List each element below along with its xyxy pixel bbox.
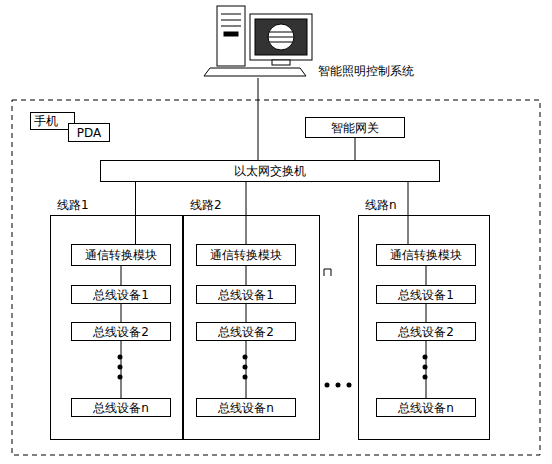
node-label: 总线设备1 <box>398 288 454 302</box>
node-label: 线路2 <box>190 198 222 212</box>
globe-stripe <box>268 37 294 38</box>
monitor-frame <box>250 14 312 60</box>
monitor-stand <box>272 60 290 65</box>
node-label: 智能网关 <box>331 121 379 135</box>
connector-group <box>121 78 426 398</box>
screen-globe <box>268 24 294 50</box>
device-box: PDA <box>68 123 110 142</box>
dot <box>118 375 123 380</box>
tower-drive <box>224 32 238 36</box>
connector-line <box>426 266 427 285</box>
gateway-box: 智能网关 <box>305 117 405 138</box>
connector-line <box>246 341 247 398</box>
dot <box>423 365 428 370</box>
bus-device-box: 总线设备n <box>376 398 476 417</box>
connector-line <box>121 304 122 322</box>
line-group: 线路1通信转换模块总线设备1总线设备2总线设备n <box>50 215 183 440</box>
connector-line <box>246 266 247 285</box>
computer-node: 智能照明控制系统 <box>200 2 445 78</box>
tower-case <box>217 6 245 66</box>
node-label: 总线设备1 <box>93 288 149 302</box>
bus-device-box: 总线设备1 <box>376 285 476 304</box>
connector-line <box>246 182 247 244</box>
node-label: 线路n <box>365 198 397 212</box>
node-label: 通信转换模块 <box>210 248 282 262</box>
node-label: 总线设备n <box>218 401 274 415</box>
line-group: 线路2通信转换模块总线设备1总线设备2总线设备n <box>183 215 320 440</box>
dot <box>423 375 428 380</box>
tower-slot <box>221 20 241 21</box>
dot <box>347 383 352 388</box>
node-label: 线路1 <box>57 198 89 212</box>
ellipsis-dots <box>118 355 428 388</box>
node-label: 以太网交换机 <box>234 164 306 178</box>
dot <box>243 365 248 370</box>
stray-mark <box>324 269 331 276</box>
module-box: 通信转换模块 <box>196 244 296 266</box>
line-group: 线路n通信转换模块总线设备1总线设备2总线设备n <box>358 215 490 440</box>
keyboard <box>204 68 306 76</box>
monitor-screen <box>255 19 307 55</box>
dot <box>118 365 123 370</box>
dot <box>118 355 123 360</box>
connector-line <box>121 341 122 398</box>
node-label: 通信转换模块 <box>85 248 157 262</box>
node-label: 总线设备n <box>93 401 149 415</box>
node-label: 总线设备n <box>398 401 454 415</box>
bus-device-box: 总线设备2 <box>196 322 296 341</box>
bus-device-box: 总线设备2 <box>71 322 171 341</box>
connector-line <box>135 182 136 244</box>
node-label: 通信转换模块 <box>390 248 462 262</box>
node-label: 手机 <box>31 114 58 128</box>
dot <box>423 355 428 360</box>
computer-icon <box>204 6 312 76</box>
connector-line <box>355 138 356 160</box>
node-label: 智能照明控制系统 <box>318 64 414 78</box>
connector-line <box>121 266 122 285</box>
globe-stripe <box>269 32 293 33</box>
node-label: 总线设备2 <box>218 325 274 339</box>
switch-box: 以太网交换机 <box>100 160 440 182</box>
bus-device-box: 总线设备n <box>196 398 296 417</box>
connector-line <box>426 341 427 398</box>
connector-line <box>408 182 409 244</box>
connector-line <box>246 304 247 322</box>
module-box: 通信转换模块 <box>71 244 171 266</box>
tower-slot <box>221 26 241 27</box>
node-label: 总线设备2 <box>398 325 454 339</box>
dot <box>243 375 248 380</box>
node-label: 总线设备2 <box>93 325 149 339</box>
node-label: 总线设备1 <box>218 288 274 302</box>
connector-line <box>426 304 427 322</box>
bus-device-box: 总线设备n <box>71 398 171 417</box>
tower-slot <box>221 14 241 15</box>
system-boundary <box>12 100 540 455</box>
bus-device-box: 总线设备2 <box>376 322 476 341</box>
connector-line <box>258 78 259 160</box>
node-label: PDA <box>77 126 101 140</box>
dot <box>336 383 341 388</box>
globe-stripe <box>269 42 293 43</box>
bus-device-box: 总线设备1 <box>196 285 296 304</box>
bus-device-box: 总线设备1 <box>71 285 171 304</box>
dot <box>243 355 248 360</box>
dot <box>325 383 330 388</box>
module-box: 通信转换模块 <box>376 244 476 266</box>
